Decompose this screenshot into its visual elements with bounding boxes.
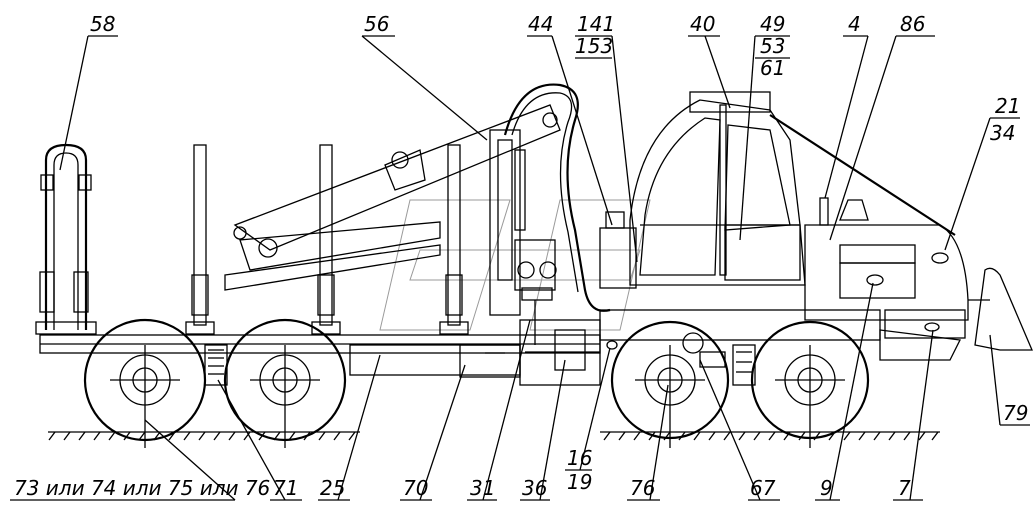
wheel-rear-1	[83, 318, 207, 448]
label-31: 31	[470, 476, 495, 500]
label-56: 56	[364, 12, 389, 36]
label-141: 141	[577, 12, 615, 36]
front-blade	[968, 267, 1033, 351]
ground	[48, 431, 940, 441]
label-61: 61	[760, 56, 785, 80]
label-153: 153	[575, 34, 613, 58]
label-40: 40	[690, 12, 715, 36]
label-25: 25	[320, 476, 345, 500]
label-53: 53	[760, 34, 785, 58]
bogie-71	[204, 344, 228, 386]
label-36: 36	[522, 476, 547, 500]
label-71: 71	[273, 476, 298, 500]
label-86: 86	[900, 12, 925, 36]
label-70: 70	[403, 476, 428, 500]
label-16: 16	[567, 446, 592, 470]
label-21: 21	[995, 94, 1020, 118]
label-44: 44	[528, 12, 553, 36]
label-49: 49	[760, 12, 785, 36]
label-4: 4	[848, 12, 861, 36]
label-58: 58	[90, 12, 115, 36]
leader-lines	[10, 35, 1030, 501]
label-67: 67	[750, 476, 776, 500]
wheel-rear-2	[223, 318, 347, 448]
label-76: 76	[630, 476, 655, 500]
label-7: 7	[898, 476, 911, 500]
crane	[224, 83, 637, 345]
label-73-76: 73 или 74 или 75 или 76	[14, 476, 270, 500]
engine-hood	[769, 114, 969, 339]
label-34: 34	[990, 121, 1015, 145]
bogie-front	[732, 344, 756, 386]
tank-70	[459, 344, 521, 378]
label-19: 19	[567, 470, 592, 494]
wheel-front-1	[610, 320, 730, 448]
rear-frame	[39, 334, 601, 378]
part-labels: 58 56 44 141 153 40 49 53 61 4 86 21 34 …	[14, 12, 1028, 500]
wheel-front-2	[750, 320, 870, 448]
cab	[629, 91, 806, 286]
label-9: 9	[820, 476, 833, 500]
label-79: 79	[1003, 401, 1028, 425]
stanchions	[35, 143, 469, 335]
front-frame	[519, 309, 961, 386]
